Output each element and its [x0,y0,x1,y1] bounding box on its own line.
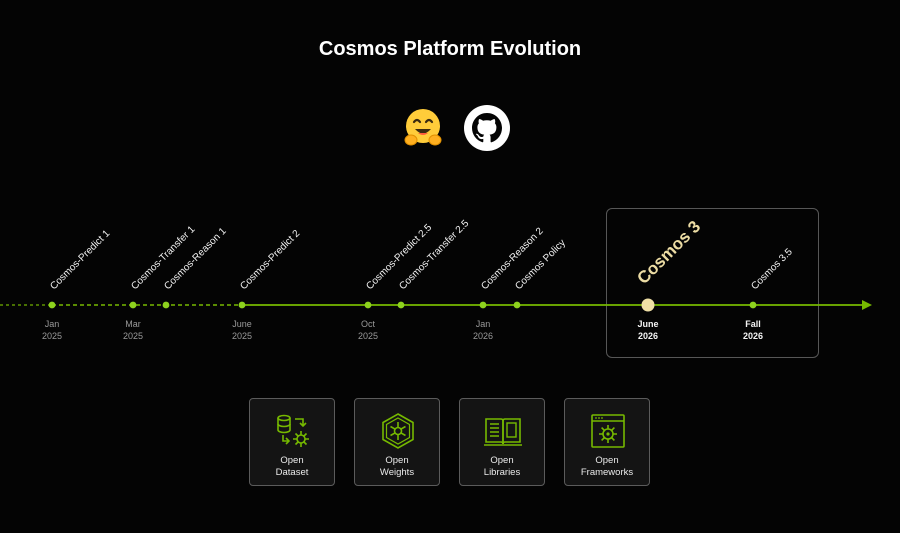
milestone-dot [238,301,246,309]
milestone-dot [749,301,757,309]
card-open-frameworks[interactable]: Open Frameworks [564,398,650,486]
milestone-dot [364,301,372,309]
framework-icon [591,414,625,448]
book-icon [484,418,522,446]
card-label: Open Dataset [275,455,309,478]
weights-icon [382,413,414,449]
card-label: Open Weights [379,455,415,478]
milestone-dot [48,301,56,309]
milestone-label: Cosmos-Predict 1 [48,228,112,292]
hugging-face-icon[interactable] [399,104,447,152]
milestone-label: Cosmos-Reason 2 [479,225,546,292]
milestone-dot [162,301,170,309]
timeline-arrow-head [862,300,872,310]
card-open-dataset[interactable]: Open Dataset [249,398,335,486]
upcoming-highlight-box [606,208,819,358]
milestone-label: Cosmos 3 [633,217,704,288]
milestone-dot [397,301,405,309]
github-icon[interactable] [463,104,511,152]
card-open-weights[interactable]: Open Weights [354,398,440,486]
card-open-libraries[interactable]: Open Libraries [459,398,545,486]
dataset-icon [277,414,309,447]
card-label: Open Frameworks [580,455,634,478]
milestone-label: Cosmos-Predict 2 [238,228,302,292]
milestone-label: Cosmos-Reason 1 [162,225,229,292]
page-title: Cosmos Platform Evolution [318,38,582,60]
milestone-label: Cosmos 3.5 [749,246,795,292]
milestone-dot [641,298,655,312]
milestone-dot [513,301,521,309]
card-label: Open Libraries [483,455,521,478]
milestone-dot [479,301,487,309]
milestone-dot [129,301,137,309]
